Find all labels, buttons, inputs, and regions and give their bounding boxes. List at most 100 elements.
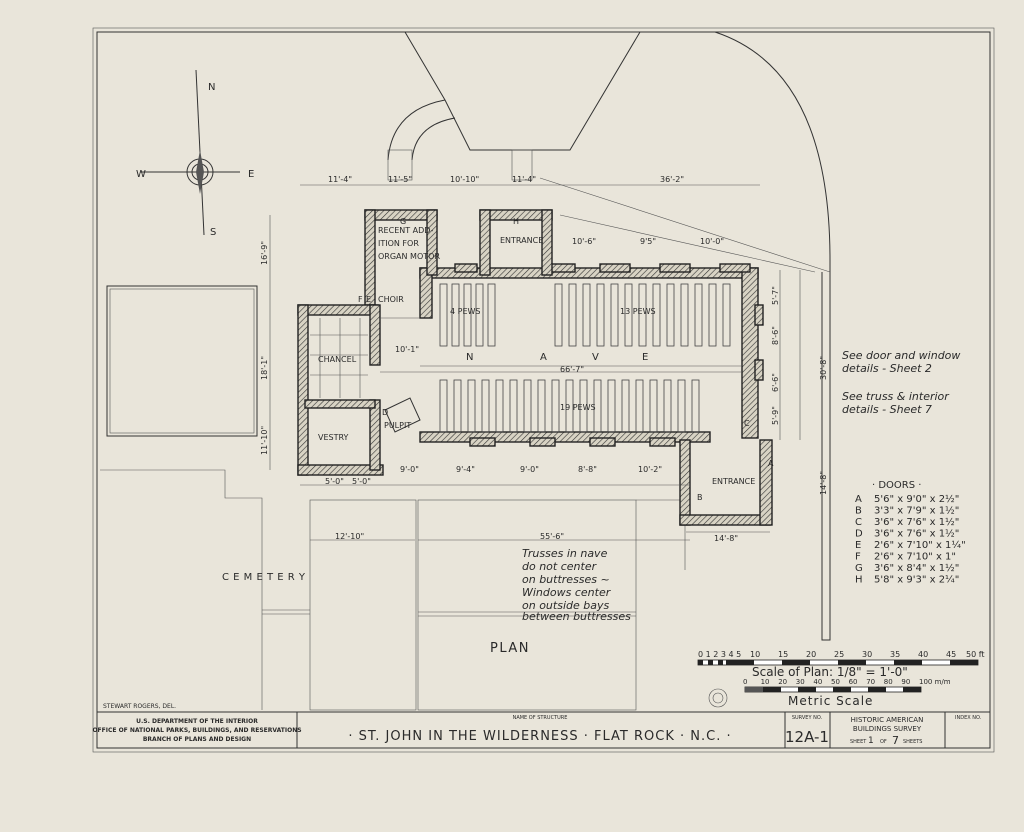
door-schedule-size: 5'8" x 9'3" x 2¼"	[874, 574, 959, 586]
north-arrow-compass: N S E W	[136, 69, 254, 238]
metric-scale-tick: 0	[743, 678, 747, 686]
metric-scale-tick: 90	[901, 678, 910, 686]
pews-19-label: 19 PEWS	[560, 403, 596, 412]
note-trusses-5: on outside bays	[522, 599, 609, 612]
door-schedule-size: 2'6" x 7'10" x 1¼"	[874, 539, 966, 551]
note-trusses-6: between buttresses	[522, 610, 631, 623]
door-schedule-size: 5'6" x 9'0" x 2½"	[874, 493, 959, 505]
pew	[495, 379, 504, 433]
metric-scale-tick: 100 m/m	[919, 678, 951, 686]
nave-letter-a: A	[540, 352, 547, 363]
feet-scale-label: Scale of Plan: 1/8" = 1'-0"	[752, 665, 908, 679]
pew	[487, 283, 496, 347]
pew	[691, 379, 700, 433]
pew	[635, 379, 644, 433]
feet-scale-tick: 45	[946, 650, 956, 659]
pew	[666, 283, 675, 347]
pew	[596, 283, 605, 347]
metric-scale-tick: 70	[866, 678, 875, 686]
sheets-label: SHEETS	[903, 739, 922, 745]
door-schedule-mark: A	[855, 494, 862, 505]
pews-4-label: 4 PEWS	[450, 307, 481, 316]
pew	[708, 283, 717, 347]
dim: 8'-8"	[578, 465, 597, 474]
door-schedule-size: 2'6" x 7'10" x 1"	[874, 552, 956, 563]
habs-line-1: HISTORIC AMERICAN	[851, 716, 924, 724]
door-schedule-mark: D	[855, 529, 863, 540]
note-truss-2: details - Sheet 7	[842, 403, 932, 416]
door-schedule-size: 3'3" x 7'9" x 1½"	[874, 505, 959, 517]
dim: 9'-0"	[400, 465, 419, 474]
note-truss-1: See truss & interior	[842, 390, 950, 403]
pew	[565, 379, 574, 433]
dim: 9'-0"	[520, 465, 539, 474]
metric-scale-tick: 20	[778, 678, 787, 686]
metric-scale-tick: 30	[796, 678, 805, 686]
recent-addition-label-1: RECENT ADD-	[378, 226, 433, 235]
door-schedule-mark: C	[855, 517, 862, 528]
dim: 10'-1"	[395, 345, 419, 354]
vestry-label: VESTRY	[318, 433, 349, 442]
survey-number: 12A-1	[785, 728, 829, 746]
pew	[475, 283, 484, 347]
pew	[582, 283, 591, 347]
door-mark-b: B	[697, 493, 703, 502]
dim: 5'-7"	[771, 286, 780, 305]
door-mark-h: H	[513, 217, 519, 226]
feet-scale-tick: 25	[834, 650, 844, 659]
choir-label: CHOIR	[378, 295, 404, 304]
dim: 10'-10"	[450, 175, 479, 184]
dim: 10'-2"	[638, 465, 662, 474]
door-schedule-mark: G	[855, 563, 863, 574]
habs-line-2: BUILDINGS SURVEY	[853, 725, 922, 733]
delineator: STEWART ROGERS, DEL.	[103, 703, 176, 710]
metric-scale-tick: 40	[813, 678, 822, 686]
dim: 8'-6"	[771, 326, 780, 345]
dim: 10'-0"	[700, 237, 724, 246]
pew	[551, 379, 560, 433]
pew	[523, 379, 532, 433]
door-schedule-mark: E	[855, 540, 861, 551]
pew	[680, 283, 689, 347]
dim: 14'-8"	[819, 471, 828, 495]
agency-line-1: U.S. DEPARTMENT OF THE INTERIOR	[136, 718, 258, 725]
dim: 5'-0"	[352, 477, 371, 486]
metric-scale-tick: 80	[884, 678, 893, 686]
pew	[649, 379, 658, 433]
dim: 11'-10"	[260, 426, 269, 455]
pews-group	[439, 283, 731, 433]
door-mark-d: D	[382, 408, 388, 417]
pew	[579, 379, 588, 433]
door-schedule-mark: B	[855, 506, 862, 517]
sheets-total: 7	[892, 734, 899, 747]
feet-scale-tick: 0 1 2 3 4 5	[698, 650, 741, 659]
pew	[439, 283, 448, 347]
dim: 36'-2"	[660, 175, 684, 184]
pew	[694, 283, 703, 347]
note-trusses-4: Windows center	[522, 586, 612, 599]
door-schedule-mark: F	[855, 552, 861, 563]
of-label: OF	[880, 739, 887, 745]
dim: 5'-0"	[325, 477, 344, 486]
pew	[610, 283, 619, 347]
pew	[451, 283, 460, 347]
door-schedule-size: 3'6" x 7'6" x 1½"	[874, 528, 959, 540]
compass-west: W	[136, 169, 146, 180]
door-schedule-title: · DOORS ·	[872, 480, 921, 491]
pew	[568, 283, 577, 347]
pew	[453, 379, 462, 433]
nave-letter-n: N	[466, 352, 474, 363]
pew	[663, 379, 672, 433]
feet-scale-tick: 15	[778, 650, 788, 659]
outer-border	[92, 27, 995, 753]
dim: 14'-8"	[714, 534, 738, 543]
note-trusses-1: Trusses in nave	[522, 547, 608, 560]
seal-icon	[708, 688, 728, 708]
pulpit-label: PULPIT	[384, 421, 411, 430]
entrance-north-label: ENTRANCE	[500, 236, 543, 245]
title-block: STEWART ROGERS, DEL. U.S. DEPARTMENT OF …	[92, 703, 990, 749]
index-no-label: INDEX NO.	[955, 715, 982, 721]
dim: 12'-10"	[335, 532, 364, 541]
nave-letter-e: E	[642, 352, 649, 363]
sheet-number: 1	[868, 736, 874, 746]
